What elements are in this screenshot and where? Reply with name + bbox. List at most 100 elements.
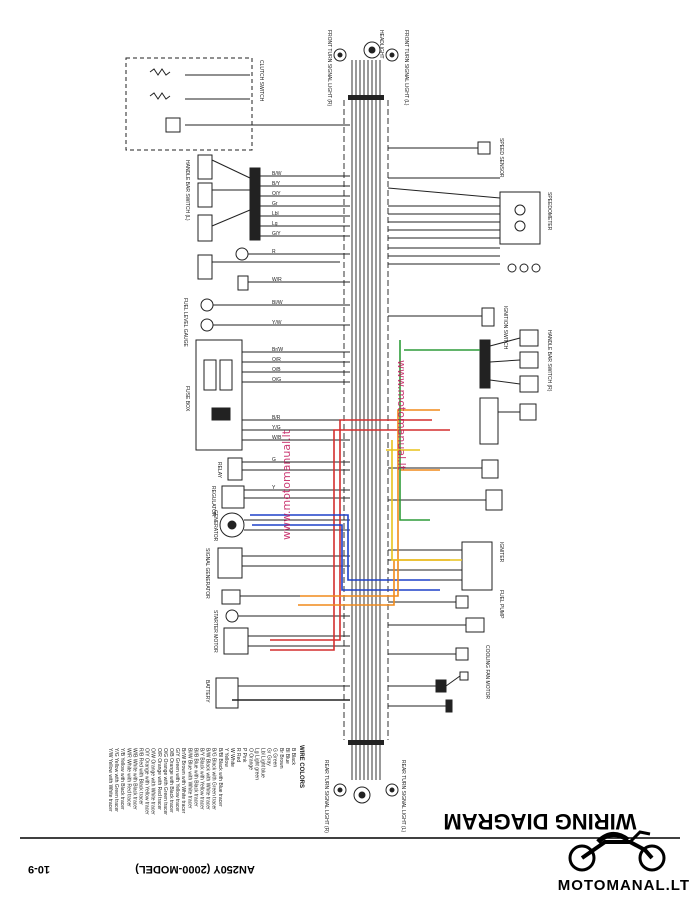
wire-code-label: Lbl bbox=[272, 211, 279, 217]
legend-row: Br/W Brown with White tracer bbox=[180, 748, 186, 814]
legend-row: R/B Red with Black tracer bbox=[138, 748, 144, 805]
legend-row: G Green bbox=[272, 748, 278, 767]
legend-row: Bl/W Blue with White tracer bbox=[186, 748, 192, 809]
ignition-switch-label: IGNITION SWITCH bbox=[502, 306, 508, 350]
wire-code-label: R bbox=[272, 249, 276, 255]
wire-labels: B/WB/YO/YGrLblLgG/YRW/RBl/WY/WBr/WO/RO/B… bbox=[272, 171, 283, 491]
legend-row: B/G Black with Green tracer bbox=[211, 748, 217, 810]
legend-row: B/W Black with White tracer bbox=[205, 748, 211, 810]
front-turn-signal-l-label: FRONT TURN SIGNAL LIGHT (L) bbox=[403, 30, 409, 106]
fuse-box bbox=[195, 339, 350, 451]
clutch-switch-box bbox=[125, 57, 350, 151]
wire-orange-4 bbox=[300, 409, 440, 597]
wire-code-label: Lg bbox=[272, 221, 278, 227]
front-turn-signal-r-label: FRONT TURN SIGNAL LIGHT (R) bbox=[326, 30, 332, 107]
indicator-lamps bbox=[507, 263, 541, 273]
legend-row: Bl/B Blue with Black tracer bbox=[192, 748, 198, 807]
legend-row: Bl Blue bbox=[284, 748, 290, 764]
legend-row: O/B Orange with Black tracer bbox=[168, 748, 174, 813]
wire-red-0 bbox=[270, 419, 432, 641]
legend-row: Lg Light green bbox=[253, 748, 259, 780]
fuel-pump-label: FUEL PUMP bbox=[498, 590, 504, 619]
starter-motor-label: STARTER MOTOR bbox=[212, 610, 218, 653]
wire-blue-2 bbox=[250, 514, 430, 581]
wire-code-label: Bl/W bbox=[272, 300, 283, 306]
wire-code-label: W/B bbox=[272, 435, 282, 441]
wire-code-label: O/G bbox=[272, 377, 281, 383]
fuel-gauge-label: FUEL LEVEL GAUGE bbox=[182, 298, 188, 347]
signal-generator-label: SIGNAL GENERATOR bbox=[204, 548, 210, 599]
wire-green-7 bbox=[399, 340, 430, 521]
wire-code-label: Y bbox=[272, 485, 276, 491]
cooling-fan-label: COOLING FAN MOTOR bbox=[484, 645, 490, 699]
igniter bbox=[388, 541, 493, 591]
legend-row: Lbl Light blue bbox=[260, 748, 266, 778]
page-title: WIRING DIAGRAM bbox=[443, 809, 636, 834]
harness-sheaths bbox=[348, 95, 384, 745]
speedometer-label: SPEEDOMETER bbox=[546, 192, 552, 231]
wire-blue-3 bbox=[252, 524, 440, 591]
horn bbox=[235, 247, 350, 261]
relay bbox=[227, 457, 350, 481]
wire-code-label: Y/G bbox=[272, 425, 281, 431]
legend-row: O/W Orange with White tracer bbox=[150, 748, 156, 815]
fuse-box-label: FUSE BOX bbox=[184, 386, 190, 412]
wire-code-label: O/R bbox=[272, 357, 281, 363]
watermark-mirrored: www.motomanual.lt bbox=[280, 429, 293, 540]
legend-row: G/Y Green with Yellow tracer bbox=[174, 748, 180, 812]
speed-sensor-label: SPEED SENSOR bbox=[498, 138, 504, 178]
wire-code-label: B/W bbox=[272, 171, 282, 177]
legend-row: R Red bbox=[235, 748, 241, 762]
wire-code-label: G/Y bbox=[272, 231, 281, 237]
regulator bbox=[221, 485, 350, 509]
legend-heading: WIRE COLORS bbox=[298, 745, 304, 788]
model-label: AN250Y (2000-MODEL) bbox=[135, 863, 255, 875]
legend-row: W/B White with Black tracer bbox=[131, 748, 137, 810]
legend-row: Y/G Yellow with Green tracer bbox=[113, 748, 119, 812]
starter-motor bbox=[225, 609, 350, 623]
rear-turn-signal-l-label: REAR TURN SIGNAL LIGHT (L) bbox=[400, 760, 406, 832]
headlight-label: HEADLIGHT bbox=[378, 30, 384, 59]
signal-generator bbox=[217, 547, 350, 579]
generator-label: GENERATOR bbox=[212, 510, 218, 542]
motorcycle-icon bbox=[568, 830, 666, 872]
cooling-fan-motor bbox=[388, 647, 469, 661]
watermark: www.motomanual.lt bbox=[395, 360, 408, 471]
wire-code-label: B/Y bbox=[272, 181, 281, 187]
legend-row: W White bbox=[229, 748, 235, 767]
legend-row: B Black bbox=[290, 748, 296, 765]
regulator-label: REGULATOR bbox=[210, 486, 216, 517]
rear-turn-signal-r-label: REAR TURN SIGNAL LIGHT (R) bbox=[323, 760, 329, 833]
legend-row: O/Y Orange with Yellow tracer bbox=[144, 748, 150, 815]
battery-label: BATTERY bbox=[204, 680, 210, 703]
legend-row: W/R White with Red tracer bbox=[125, 748, 131, 807]
legend-row: O Orange bbox=[247, 748, 253, 770]
handlebar-switch-r-label: HANDLE BAR SWITCH (R) bbox=[546, 330, 552, 392]
legend-row: Y/B Yellow with Black tracer bbox=[119, 748, 125, 810]
legend-row: Br Brown bbox=[278, 748, 284, 769]
legend-row: O/R Orange with Red tracer bbox=[156, 748, 162, 810]
hazard-switch bbox=[479, 397, 537, 445]
ignition-coil bbox=[223, 627, 350, 655]
rear-combination-light bbox=[388, 671, 469, 693]
side-stand-switch bbox=[237, 275, 350, 291]
brand-text: MOTOMANAL.LT bbox=[558, 877, 690, 894]
fuel-pump bbox=[388, 595, 469, 609]
fuel-level-gauge bbox=[200, 298, 350, 332]
rear-brake-switch bbox=[388, 489, 503, 511]
relay-label: RELAY bbox=[216, 462, 222, 479]
handlebar-switch-r bbox=[479, 329, 539, 393]
legend-row: Y/W Yellow with White tracer bbox=[107, 748, 113, 812]
ignition-switch bbox=[388, 307, 495, 327]
page-number: 10-9 bbox=[28, 863, 50, 875]
legend-row: P Pink bbox=[241, 748, 247, 763]
legend-row: Y Yellow bbox=[223, 748, 229, 767]
neutral-relay bbox=[388, 459, 499, 479]
rear-lights bbox=[333, 783, 399, 804]
speed-sensor bbox=[388, 141, 491, 155]
wire-orange-5 bbox=[298, 559, 450, 606]
legend-row: O/G Orange with Green tracer bbox=[162, 748, 168, 815]
wire-code-label: W/R bbox=[272, 277, 282, 283]
